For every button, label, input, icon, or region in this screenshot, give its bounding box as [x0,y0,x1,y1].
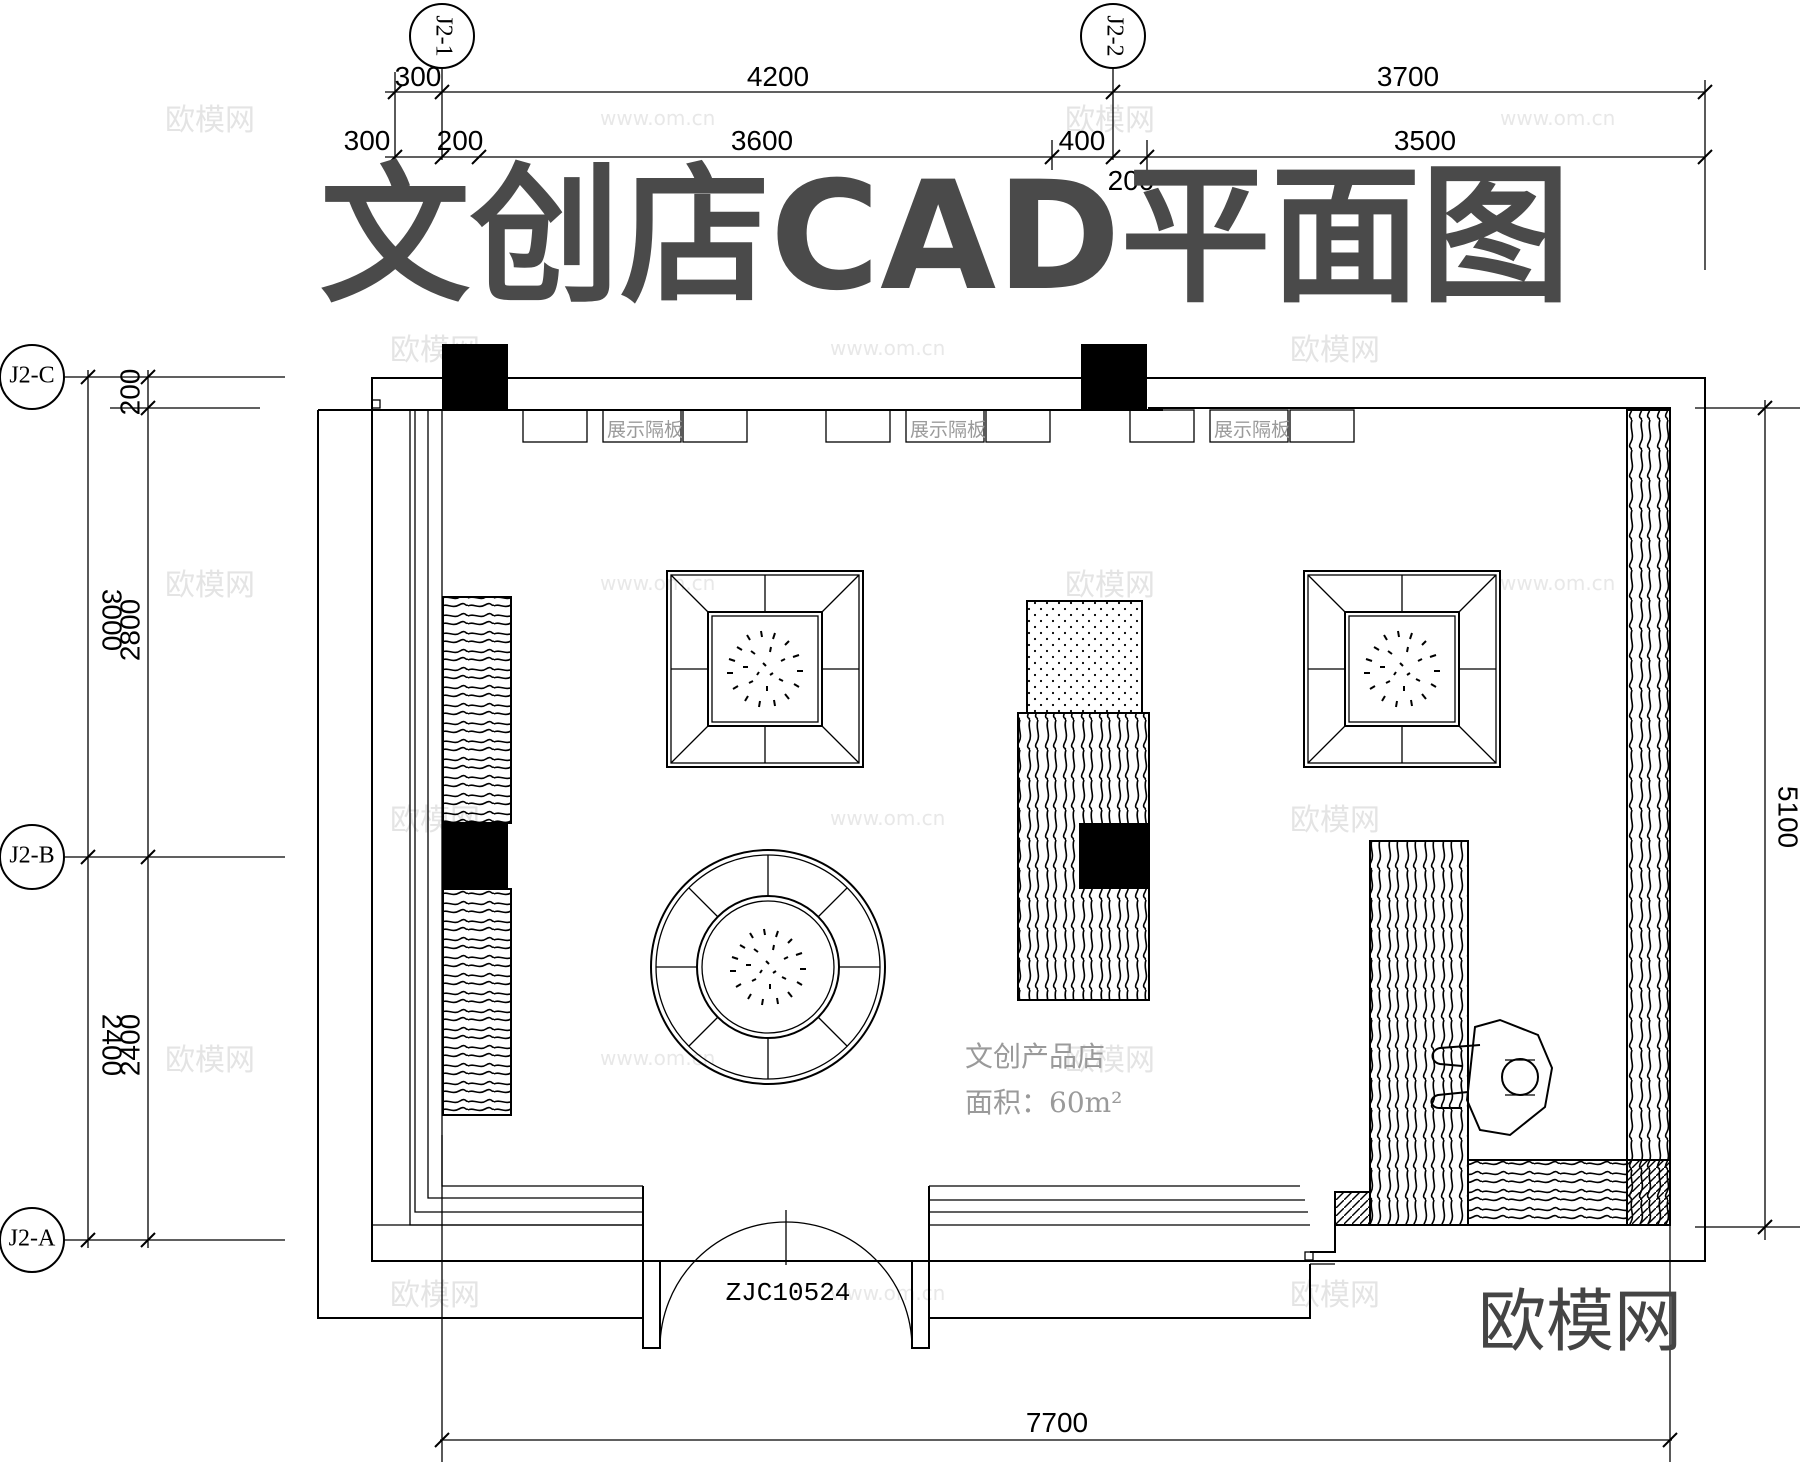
display-panel-label: 展示隔板 [910,419,986,441]
row-axis-j2-a: J2-A [0,1207,285,1273]
axis-label: J2-2 [1101,15,1127,56]
door-code: ZJC10524 [726,1278,851,1308]
bottom-dimension: 7700 [434,1135,1678,1462]
watermark: 欧模网 [1065,568,1155,603]
watermark: 欧模网 [1290,1278,1380,1313]
watermark-url: www.om.cn [600,1046,715,1070]
watermark: 欧模网 [1290,803,1380,838]
watermark-url: www.om.cn [830,336,945,360]
column-icon [442,823,508,889]
watermark-layer: 欧模网 www.om.cn 欧模网 www.om.cn 欧模网 www.om.c… [165,103,1615,1313]
watermark: 欧模网 [1065,103,1155,138]
watermark-url: www.om.cn [830,1281,945,1305]
central-display-island [1017,600,1150,1001]
column-icon [442,344,508,410]
display-panel-label: 展示隔板 [607,419,683,441]
column-axis-j2-2: J2-2 [1080,3,1146,160]
axis-label: J2-B [9,843,54,869]
axis-label: J2-1 [430,15,456,56]
row-axis-j2-c: J2-C [0,344,285,410]
dim-left-outer-2: 2400 [97,1014,128,1076]
dim-top-3: 3700 [1377,61,1439,92]
dim-top2-3: 3600 [731,125,793,156]
dim-top2-4: 400 [1059,125,1106,156]
axis-label: J2-A [9,1226,56,1252]
plant-icon [726,630,804,708]
plant-icon [1363,630,1441,708]
row-axis-j2-b: J2-B [0,824,285,890]
column-axis-j2-1: J2-1 [409,3,475,160]
plant-icon [729,928,807,1006]
page-title: 文创店CAD平面图 [320,150,1571,324]
wall-shelf-left [442,596,512,1116]
axis-label: J2-C [9,363,54,389]
watermark: 欧模网 [165,1043,255,1078]
right-dimension: 5100 [1695,400,1800,1240]
square-display-table [666,570,864,768]
watermark: 欧模网 [165,568,255,603]
room-name: 文创产品店 [965,1040,1105,1073]
top-dimensions-row2: 300 200 3600 400 200 3500 [344,125,1713,196]
watermark: 欧模网 [390,1278,480,1313]
entrance-door: ZJC10524 [642,1186,930,1349]
watermark: 欧模网 [1290,333,1380,368]
dim-left-inner-3: 2400 [114,1014,145,1076]
wall-counter-right [1334,409,1671,1226]
room-area: 面积：60m² [965,1086,1122,1119]
watermark-url: www.om.cn [830,806,945,830]
left-dimensions: 3000 2400 200 2800 2400 [80,369,260,1248]
dim-left-inner-1: 200 [114,369,145,416]
watermark: 欧模网 [165,103,255,138]
display-panel-label: 展示隔板 [1214,419,1290,441]
dim-top-1: 300 [395,61,442,92]
display-panels: 展示隔板 展示隔板 展示隔板 [522,409,1355,443]
dim-bottom: 7700 [1026,1407,1088,1438]
column-icon [1081,344,1147,410]
square-display-table [1303,570,1501,768]
watermark-url: www.om.cn [600,106,715,130]
watermark: 欧模网 [1065,1043,1155,1078]
dim-left-inner-2: 2800 [114,599,145,661]
dim-left-outer-1: 3000 [97,589,128,651]
dim-right: 5100 [1773,786,1800,848]
watermark-url: www.om.cn [1500,571,1615,595]
dim-top2-1: 300 [344,125,391,156]
round-display-table [650,849,886,1085]
person-icon [1430,1018,1554,1137]
dim-top2-5: 200 [1108,165,1155,196]
brand-logo: 欧模网 [1478,1283,1682,1362]
dim-top-2: 4200 [747,61,809,92]
dim-top2-6: 3500 [1394,125,1456,156]
watermark-url: www.om.cn [1500,106,1615,130]
top-dimensions-row1: 300 4200 3700 [385,61,1713,270]
dim-top2-2: 200 [437,125,484,156]
